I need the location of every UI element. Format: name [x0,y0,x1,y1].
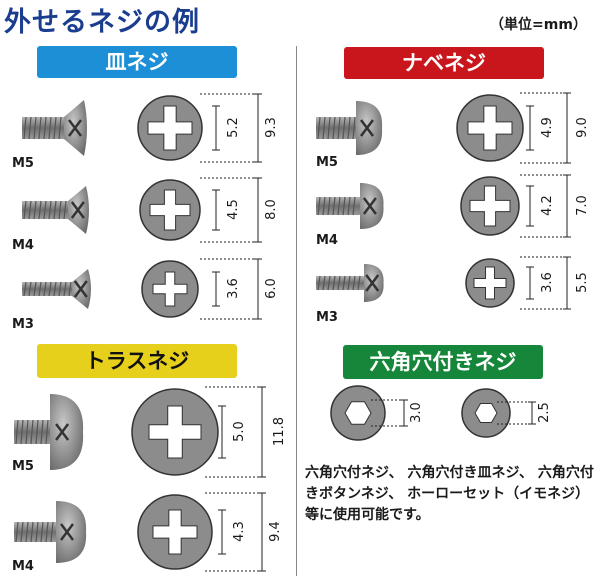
hex-head-value-0: 3.0 [408,402,424,423]
truss-head-value-0: 5.0 [231,421,247,442]
pan-outer-dim-0 [563,92,571,164]
hex-screw-head-0 [330,385,386,441]
page-title: 外せるネジの例 [4,7,200,38]
pan-screw-head-1 [460,176,520,236]
truss-screw-side-0 [14,394,84,470]
truss-head-value-1: 4.3 [231,521,247,542]
pan-head-value-0: 4.9 [539,117,555,138]
pan-head-dim-0 [526,105,534,151]
flat-outer-dim-2 [254,258,262,320]
truss-outer-value-1: 9.4 [267,521,283,542]
truss-screw-side-1 [14,501,87,563]
truss-head-dim-1 [218,509,226,555]
unit-label: （単位=mm） [490,17,587,33]
truss-outer-dim-0 [258,386,266,478]
flat-screw-head-0 [137,95,203,161]
flat-head-dim-1 [212,189,220,231]
compatibility-note: 六角穴付ネジ、 六角穴付き皿ネジ、 六角穴付きボタンネジ、 ホーローセット（イモ… [305,465,594,523]
pan-head-value-1: 4.2 [539,195,555,216]
flat-outer-value-1: 8.0 [263,199,279,220]
pan-size-2: M3 [316,310,338,325]
truss-outer-value-0: 11.8 [271,417,287,446]
flat-screw-side-0 [22,100,87,156]
pan-outer-value-1: 7.0 [574,195,590,216]
truss-screw-head-1 [137,494,213,570]
flat-screw-head-1 [139,179,201,241]
pan-screw-head-0 [456,94,524,162]
pan-outer-dim-2 [563,256,571,310]
flat-size-0: M5 [12,156,34,171]
pan-screw-side-0 [316,101,383,155]
flat-head-dim-0 [212,105,220,151]
flat-outer-dim-0 [254,93,262,163]
flat-size-2: M3 [12,317,34,332]
pan-outer-value-2: 5.5 [574,272,590,293]
pan-screw-head-2 [465,258,515,308]
flat-size-1: M4 [12,238,34,253]
pan-outer-dim-1 [563,174,571,238]
truss-size-0: M5 [12,459,34,474]
pan-size-0: M5 [316,155,338,170]
flat-head-value-2: 3.6 [225,278,241,299]
hex-head-dim-1 [528,401,536,425]
pan-screw-side-2 [316,264,384,302]
hex-screw-head-1 [461,388,511,438]
flat-outer-value-0: 9.3 [263,117,279,138]
pan-size-1: M4 [316,233,338,248]
truss-screw-head-0 [131,388,219,476]
hex-head-dim-0 [400,399,408,427]
hex-head-value-1: 2.5 [536,402,552,423]
flat-head-value-0: 5.2 [225,117,241,138]
pan-head-dim-2 [526,266,534,300]
pan-screw-banner: ナベネジ [344,47,544,79]
hex-socket-screw-banner: 六角穴付きネジ [343,345,543,379]
pan-head-value-2: 3.6 [539,272,555,293]
flat-screw-side-2 [22,269,91,309]
section-divider [296,46,297,576]
flat-screw-head-2 [141,260,199,318]
pan-screw-side-1 [316,183,384,229]
flat-screw-side-1 [22,186,89,234]
flat-head-value-1: 4.5 [225,199,241,220]
truss-screw-banner: トラスネジ [37,344,237,378]
flat-outer-dim-1 [254,177,262,243]
flat-screw-banner: 皿ネジ [37,46,237,78]
pan-head-dim-1 [526,185,534,227]
pan-outer-value-0: 9.0 [574,117,590,138]
flat-head-dim-2 [212,271,220,307]
flat-outer-value-2: 6.0 [263,278,279,299]
truss-size-1: M4 [12,559,34,574]
truss-outer-dim-1 [258,492,266,572]
truss-head-dim-0 [218,405,226,459]
